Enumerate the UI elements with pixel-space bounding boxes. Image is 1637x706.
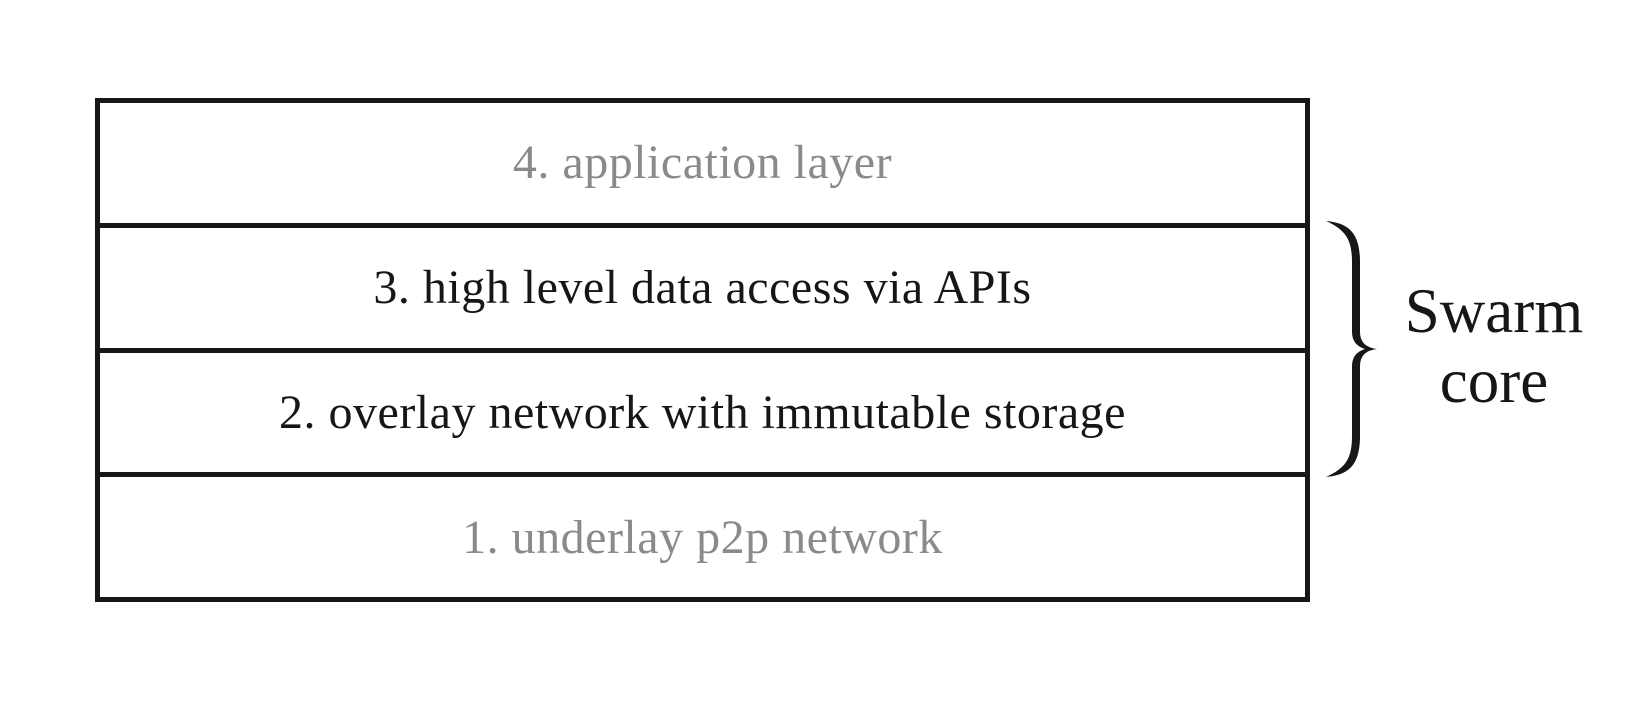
layer-label: 1. underlay p2p network <box>462 510 943 564</box>
curly-brace-path <box>1326 221 1377 477</box>
brace-label-swarm-core: Swarm core <box>1404 276 1584 416</box>
layer-row-api-access: 3. high level data access via APIs <box>100 222 1305 348</box>
layer-row-application: 4. application layer <box>100 103 1305 223</box>
layer-label: 2. overlay network with immutable storag… <box>279 385 1126 439</box>
layer-stack-box: 4. application layer 3. high level data … <box>95 98 1310 602</box>
layer-label: 4. application layer <box>512 136 893 190</box>
curly-brace-icon <box>1320 220 1380 478</box>
layer-row-underlay-network: 1. underlay p2p network <box>100 472 1305 597</box>
layer-label: 3. high level data access via APIs <box>373 261 1032 315</box>
layer-row-overlay-network: 2. overlay network with immutable storag… <box>100 347 1305 473</box>
